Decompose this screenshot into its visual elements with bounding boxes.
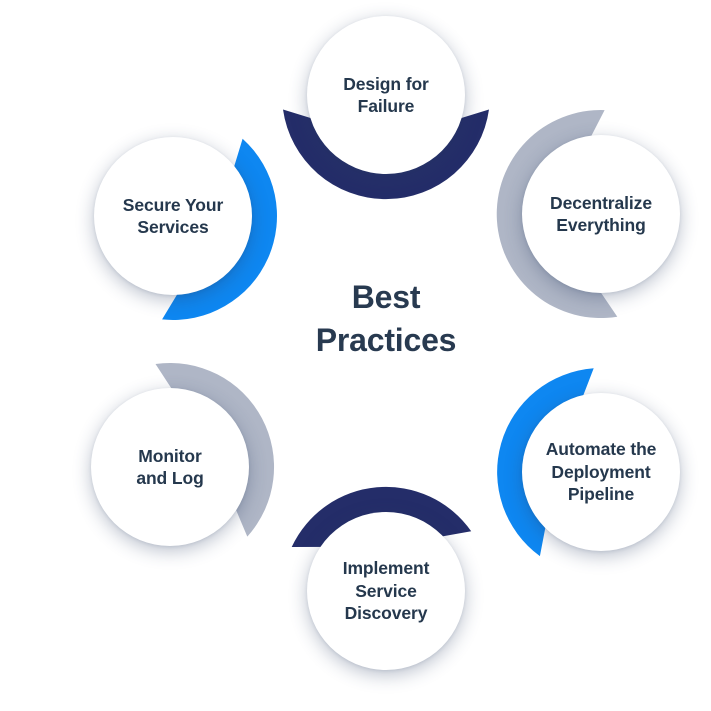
node-label-decentralize-everything: Decentralize Everything <box>550 192 652 235</box>
arc-segment-automate-deployment-pipeline <box>497 368 594 557</box>
node-secure-your-services: Secure Your Services <box>94 137 252 295</box>
node-label-monitor-and-log: Monitor and Log <box>136 445 204 488</box>
node-implement-service-discovery: Implement Service Discovery <box>307 512 465 670</box>
node-label-design-for-failure: Design for Failure <box>343 73 429 116</box>
node-label-secure-your-services: Secure Your Services <box>122 194 224 237</box>
node-label-automate-deployment-pipeline: Automate the Deployment Pipeline <box>545 439 657 505</box>
node-decentralize-everything: Decentralize Everything <box>522 135 680 293</box>
node-monitor-and-log: Monitor and Log <box>91 388 249 546</box>
node-automate-deployment-pipeline: Automate the Deployment Pipeline <box>522 393 680 551</box>
arc-segment-secure-your-services <box>162 138 277 320</box>
arc-segment-decentralize-everything <box>496 110 618 319</box>
node-label-implement-service-discovery: Implement Service Discovery <box>342 558 430 624</box>
arc-segment-design-for-failure <box>283 109 489 200</box>
node-design-for-failure: Design for Failure <box>307 16 465 174</box>
diagram-title: Best Practices <box>315 279 457 358</box>
